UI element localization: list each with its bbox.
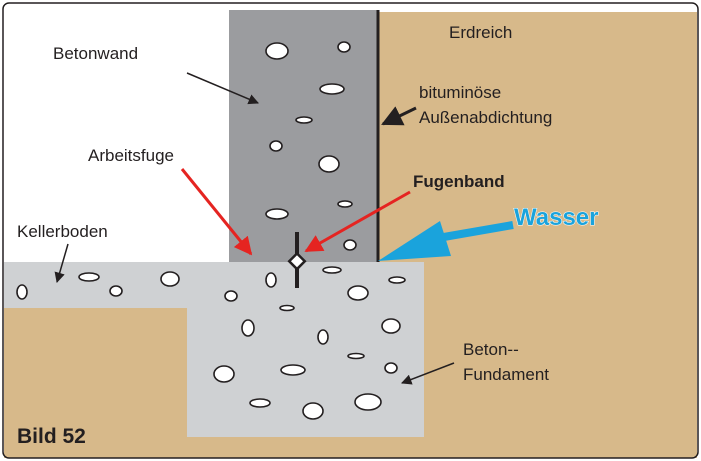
label-betonwand: Betonwand (53, 44, 138, 63)
pebble (16, 284, 28, 300)
water-arrow-head (378, 221, 451, 261)
label-fundament-line1: Beton-- (463, 340, 519, 359)
pebble (302, 402, 324, 420)
pebble (249, 398, 271, 408)
pebble (322, 266, 342, 274)
wall-pebbles (265, 41, 357, 251)
pebble (384, 362, 398, 374)
pebble (265, 42, 289, 60)
waterstop-bulb (287, 251, 307, 271)
pebble (354, 393, 382, 411)
floor-and-foundation (4, 262, 424, 437)
label-erdreich: Erdreich (449, 23, 512, 42)
pebble (295, 116, 313, 124)
concrete-wall (229, 10, 378, 262)
pebble (319, 83, 345, 95)
water-arrow-shaft (437, 221, 514, 242)
label-wasser: Wasser (514, 204, 599, 231)
label-abdichtung-line1: bituminöse (419, 83, 501, 102)
abdichtung-arrow (381, 106, 417, 126)
label-kellerboden: Kellerboden (17, 222, 108, 241)
pebble (160, 271, 180, 287)
pebble (265, 272, 277, 288)
pebble (317, 329, 329, 345)
soil-region (4, 12, 697, 458)
arbeitsfuge-arrow (180, 168, 253, 256)
floor-pebbles (16, 266, 406, 420)
pebble (279, 304, 295, 312)
fugenband-arrow (304, 190, 411, 253)
kellerboden-arrow (54, 243, 69, 284)
pebble (347, 285, 369, 301)
pebble (109, 285, 123, 297)
pebble (269, 140, 283, 152)
pebble (381, 318, 401, 334)
pebble (347, 352, 365, 360)
pebble (241, 319, 255, 337)
label-arbeitsfuge: Arbeitsfuge (88, 146, 174, 165)
betonwand-arrow (186, 72, 259, 105)
label-fugenband: Fugenband (413, 172, 505, 191)
pebble (78, 272, 100, 282)
pebble (224, 290, 238, 302)
label-fundament-line2: Fundament (463, 365, 549, 384)
pebble (388, 276, 406, 284)
pebble (337, 41, 351, 53)
pebble (318, 155, 340, 173)
pebble (343, 239, 357, 251)
pebble (265, 208, 289, 220)
pebble (213, 365, 235, 383)
figure-number: Bild 52 (17, 425, 86, 448)
pebble (337, 200, 353, 208)
label-abdichtung-line2: Außenabdichtung (419, 108, 552, 127)
fundament-arrow (401, 362, 455, 385)
pebble (280, 364, 306, 376)
